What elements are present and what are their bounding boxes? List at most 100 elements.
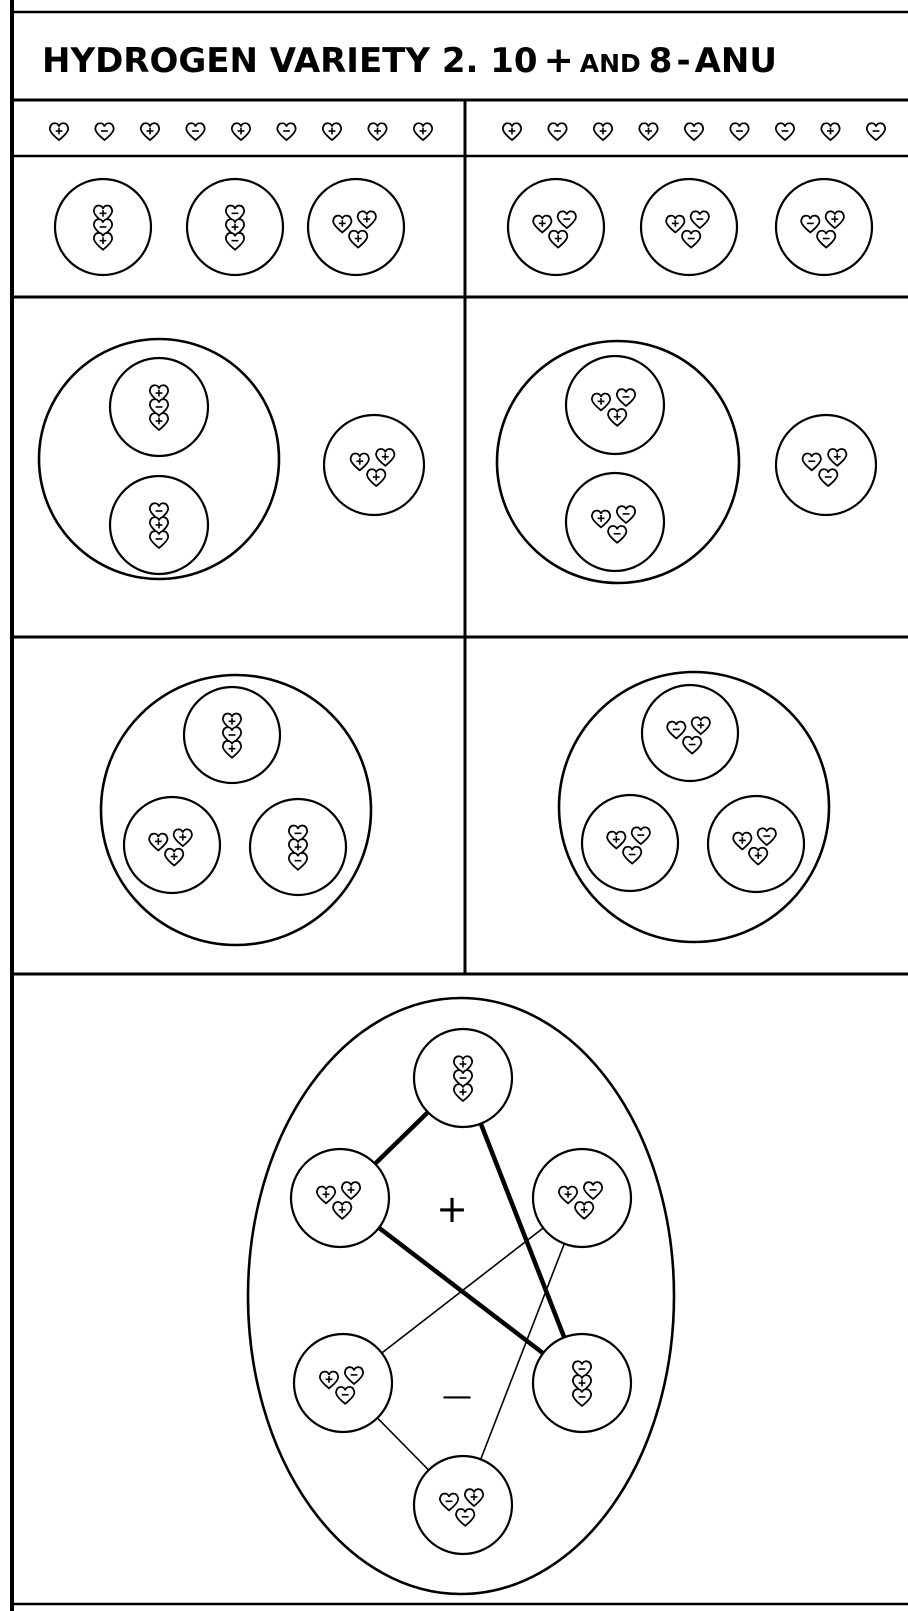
positive-anu-icon xyxy=(351,454,369,471)
negative-anu-icon xyxy=(617,389,635,406)
positive-anu-icon xyxy=(503,123,521,140)
triplet-circle xyxy=(776,415,876,515)
anu-triplet xyxy=(110,476,208,574)
positive-anu-icon xyxy=(533,216,551,233)
anu-triplet xyxy=(55,179,151,275)
positive-anu-icon xyxy=(349,231,367,248)
anu-triplet xyxy=(324,415,424,515)
positive-anu-icon xyxy=(376,449,394,466)
positive-anu-icon xyxy=(358,211,376,228)
negative-anu-icon xyxy=(867,123,885,140)
negative-anu-icon xyxy=(623,847,641,864)
positive-anu-icon xyxy=(141,123,159,140)
anu-triplet xyxy=(708,796,804,892)
triplet-circle xyxy=(776,179,872,275)
positive-anu-icon xyxy=(749,848,767,865)
positive-anu-icon xyxy=(733,833,751,850)
positive-anu-icon xyxy=(165,849,183,866)
triplet-circle xyxy=(308,179,404,275)
positive-anu-icon xyxy=(94,233,112,250)
positive-anu-icon xyxy=(323,123,341,140)
anu-triplet xyxy=(776,179,872,275)
negative-anu-icon xyxy=(682,231,700,248)
triplet-circle xyxy=(582,795,678,891)
anu-triplet xyxy=(250,799,346,895)
positive-anu-icon xyxy=(607,832,625,849)
positive-anu-icon xyxy=(594,123,612,140)
positive-anu-icon xyxy=(368,123,386,140)
anu-triplet xyxy=(308,179,404,275)
positive-anu-icon xyxy=(232,123,250,140)
paired-group-circle xyxy=(497,341,739,583)
anu-triplet xyxy=(187,179,283,275)
negative-anu-icon xyxy=(150,531,168,548)
positive-anu-icon xyxy=(592,394,610,411)
anu-triplet xyxy=(566,473,664,571)
negative-anu-icon xyxy=(691,211,709,228)
positive-anu-icon xyxy=(174,829,192,846)
anu-triplet xyxy=(582,795,678,891)
anu-strip-right xyxy=(503,123,885,140)
anu-triplet xyxy=(124,797,220,893)
negative-sign: — xyxy=(442,1379,472,1414)
positive-sign: + xyxy=(436,1187,468,1231)
positive-anu-icon xyxy=(592,511,610,528)
negative-anu-icon xyxy=(95,123,113,140)
anu-triplet xyxy=(508,179,604,275)
positive-anu-icon xyxy=(692,717,710,734)
negative-anu-icon xyxy=(758,828,776,845)
negative-anu-icon xyxy=(801,216,819,233)
negative-anu-icon xyxy=(776,123,794,140)
positive-anu-icon xyxy=(414,123,432,140)
negative-anu-icon xyxy=(226,233,244,250)
triplet-circle xyxy=(508,179,604,275)
triplet-circle xyxy=(566,356,664,454)
negative-anu-icon xyxy=(819,469,837,486)
triplet-circle xyxy=(124,797,220,893)
triplet-circle xyxy=(566,473,664,571)
triplet-circle xyxy=(641,179,737,275)
anu-triplet xyxy=(641,179,737,275)
negative-anu-icon xyxy=(277,123,295,140)
negative-anu-icon xyxy=(685,123,703,140)
negative-anu-icon xyxy=(683,737,701,754)
negative-anu-icon xyxy=(558,211,576,228)
positive-anu-icon xyxy=(666,216,684,233)
negative-anu-icon xyxy=(817,231,835,248)
positive-anu-icon xyxy=(50,123,68,140)
anu-triplet xyxy=(110,358,208,456)
negative-anu-icon xyxy=(730,123,748,140)
hydrogen-atom-ellipse xyxy=(248,998,674,1594)
triplet-circle xyxy=(642,685,738,781)
negative-anu-icon xyxy=(617,506,635,523)
positive-anu-icon xyxy=(639,123,657,140)
negative-anu-icon xyxy=(667,722,685,739)
anu-strip-left xyxy=(50,123,432,140)
positive-anu-icon xyxy=(826,211,844,228)
positive-anu-icon xyxy=(549,231,567,248)
negative-anu-icon xyxy=(289,853,307,870)
negative-anu-icon xyxy=(548,123,566,140)
positive-anu-icon xyxy=(367,469,385,486)
negative-anu-icon xyxy=(608,526,626,543)
positive-anu-icon xyxy=(150,413,168,430)
anu-triplet xyxy=(566,356,664,454)
anu-triplet xyxy=(184,687,280,783)
positive-anu-icon xyxy=(223,741,241,758)
negative-anu-icon xyxy=(803,454,821,471)
anu-triplet xyxy=(776,415,876,515)
positive-anu-icon xyxy=(828,449,846,466)
positive-anu-icon xyxy=(149,834,167,851)
positive-anu-icon xyxy=(821,123,839,140)
pair-row xyxy=(39,339,876,583)
triplet-circle xyxy=(324,415,424,515)
anu-triplet xyxy=(642,685,738,781)
positive-anu-icon xyxy=(608,409,626,426)
negative-anu-icon xyxy=(632,827,650,844)
positive-anu-icon xyxy=(333,216,351,233)
negative-anu-icon xyxy=(186,123,204,140)
triplet-circle xyxy=(708,796,804,892)
